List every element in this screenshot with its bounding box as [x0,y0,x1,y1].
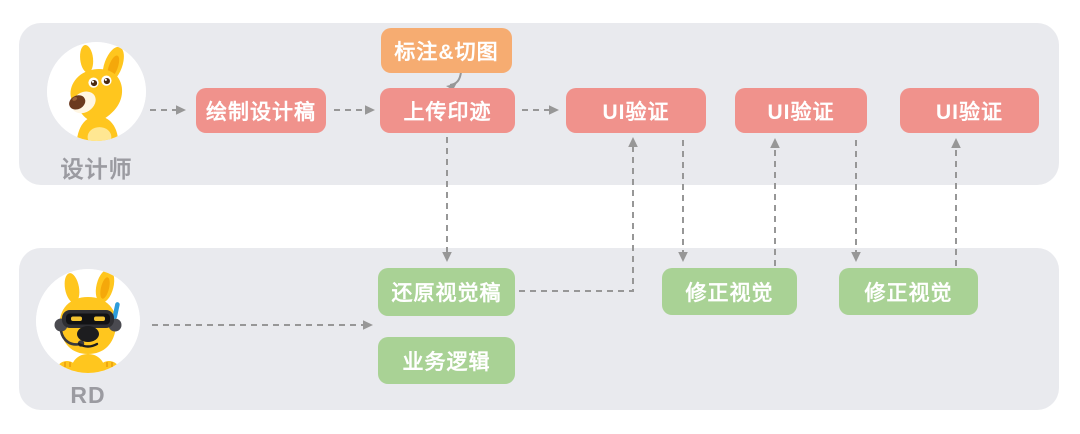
node-fix-visual-1: 修正视觉 [662,268,797,315]
designer-lane-label: 设计师 [60,156,133,182]
designer-kangaroo-avatar-icon [47,42,146,141]
rd-lane-label: RD [70,382,106,408]
node-ui-verify-2: UI验证 [735,88,867,133]
node-fix-visual-2: 修正视觉 [839,268,978,315]
node-ui-verify-3: UI验证 [900,88,1039,133]
designer-avatar [47,42,146,141]
rd-robot-kangaroo-avatar-icon [36,269,140,373]
node-restore-visual: 还原视觉稿 [378,268,515,316]
node-upload-imprint: 上传印迹 [380,88,515,133]
node-ui-verify-1: UI验证 [566,88,706,133]
node-business-logic: 业务逻辑 [378,337,515,384]
node-draw-design: 绘制设计稿 [196,88,326,133]
node-annotate-slice: 标注&切图 [381,28,512,73]
rd-avatar [36,269,140,373]
